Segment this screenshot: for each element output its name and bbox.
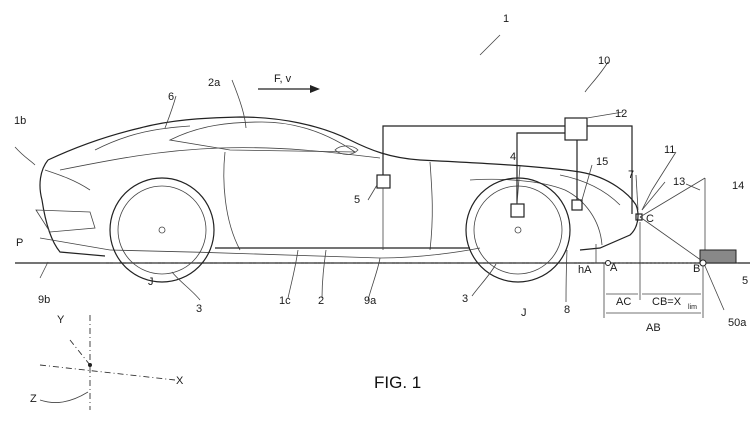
label-1c: 1c (279, 295, 291, 307)
sensor-box-4 (510, 203, 525, 218)
label-AC: AC (616, 296, 631, 308)
label-J-rear: J (148, 276, 154, 288)
label-14: 14 (732, 180, 744, 192)
axis-label-z: Z (30, 393, 37, 405)
coordinate-axes (39, 315, 176, 410)
direction-arrow (258, 85, 320, 93)
front-wheel (465, 177, 571, 283)
label-P: P (16, 237, 23, 249)
label-13: 13 (673, 176, 685, 188)
label-5-cut: 5 (742, 275, 748, 287)
label-direction: F, v (274, 73, 292, 85)
point-b-marker (699, 259, 707, 267)
leader-lines (14, 34, 725, 311)
sensor-7 (635, 213, 643, 221)
label-2a: 2a (208, 77, 221, 89)
label-12: 12 (615, 108, 627, 120)
label-7: 7 (628, 169, 634, 181)
point-a-marker (605, 260, 611, 266)
label-11: 11 (664, 144, 675, 156)
sensor-box-15 (571, 199, 583, 211)
axis-label-y: Y (57, 314, 65, 326)
control-system (376, 117, 643, 250)
label-3-front: 3 (462, 293, 468, 305)
label-5: 5 (354, 194, 360, 206)
label-CB: CB=X (652, 296, 682, 308)
rear-wheel (109, 177, 215, 283)
label-8: 8 (564, 304, 570, 316)
controller-box-12 (564, 117, 588, 141)
label-AB: AB (646, 322, 661, 334)
label-1b: 1b (14, 115, 26, 127)
figure-title: FIG. 1 (374, 373, 421, 392)
sensor-box-5 (376, 174, 391, 189)
label-1: 1 (503, 13, 509, 25)
dimensions (595, 222, 704, 318)
label-9b: 9b (38, 294, 50, 306)
label-50a: 50a (728, 317, 747, 329)
label-C: C (646, 213, 654, 225)
label-CB-sub: lim (688, 304, 697, 311)
label-hA: hA (578, 264, 592, 276)
obstacle-block (699, 249, 737, 264)
label-6: 6 (168, 91, 174, 103)
label-B: B (693, 263, 700, 275)
label-10: 10 (598, 55, 610, 67)
axis-label-x: X (176, 375, 184, 387)
sensor-cone (639, 177, 706, 264)
label-3-rear: 3 (196, 303, 202, 315)
label-9a: 9a (364, 295, 377, 307)
label-4: 4 (510, 151, 516, 163)
label-2: 2 (318, 295, 324, 307)
label-J-front: J (521, 307, 527, 319)
car-body (35, 116, 639, 259)
label-A: A (610, 262, 618, 274)
label-15: 15 (596, 156, 608, 168)
